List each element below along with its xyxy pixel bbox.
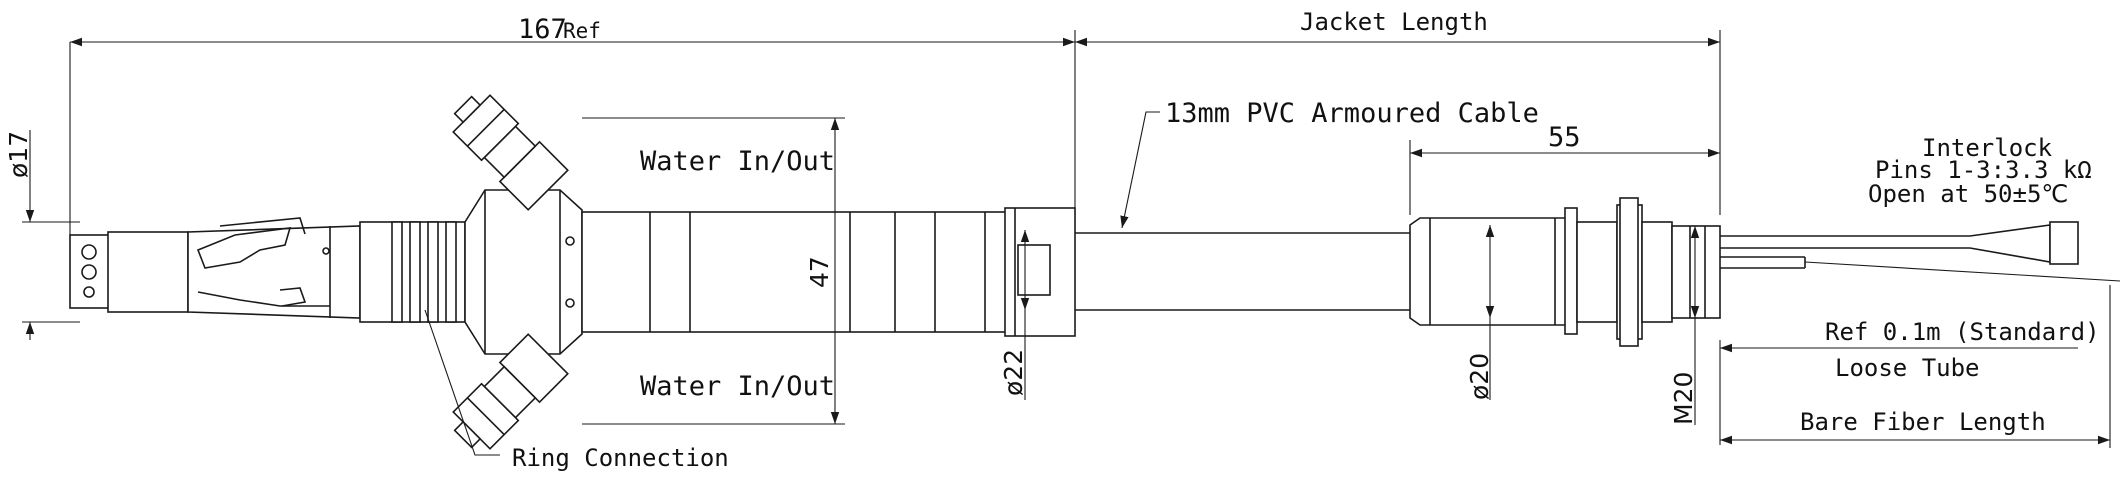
dim-jacket-length <box>1075 30 1721 215</box>
manifold-block <box>464 189 583 355</box>
nut-bulkhead <box>1409 197 1721 347</box>
body-diameter-label: 47 <box>805 256 834 288</box>
water-label-bottom: Water In/Out <box>640 371 835 402</box>
connector-diameter-label: ø17 <box>4 131 33 178</box>
thread-label: M20 <box>1669 372 1698 425</box>
connector-housing <box>69 217 361 319</box>
interlock-open: Open at 50±5℃ <box>1868 180 2068 208</box>
water-fitting-top <box>452 94 569 211</box>
cable-label: 13mm PVC Armoured Cable <box>1165 98 1539 129</box>
fiber-tubes <box>1720 221 2121 282</box>
nut-length-label: 55 <box>1548 122 1581 153</box>
ring-connection-label: Ring Connection <box>512 444 729 472</box>
ref-tube-label: Ref 0.1m (Standard) <box>1825 318 2100 346</box>
main-body <box>581 207 1076 337</box>
dim-body-diameter <box>582 117 845 425</box>
dim-nut-length <box>1409 140 1720 215</box>
nut-diameter-label: ø20 <box>1465 353 1494 400</box>
dim-bare-fiber <box>1720 285 2111 448</box>
ring-section <box>359 221 466 323</box>
water-label-top: Water In/Out <box>640 146 835 177</box>
dim-ref-tube <box>1719 340 2078 445</box>
overall-length-value: 167 <box>518 14 567 45</box>
armoured-cable <box>1075 232 1410 311</box>
loose-tube-label: Loose Tube <box>1835 354 1980 382</box>
dim-connector-diameter <box>22 130 80 340</box>
bare-fiber-label: Bare Fiber Length <box>1800 408 2046 436</box>
jacket-length-label: Jacket Length <box>1300 8 1488 36</box>
interlock-pins: Pins 1-3:3.3 kΩ <box>1875 156 2092 184</box>
jacket-diameter-label: ø22 <box>999 349 1028 396</box>
ring-leader <box>424 309 500 456</box>
interlock-title: Interlock <box>1922 134 2053 162</box>
cable-leader <box>1120 111 1160 229</box>
overall-length-suffix: Ref <box>563 19 601 43</box>
dim-overall-length <box>69 30 1076 236</box>
water-fitting-bottom <box>452 333 569 450</box>
